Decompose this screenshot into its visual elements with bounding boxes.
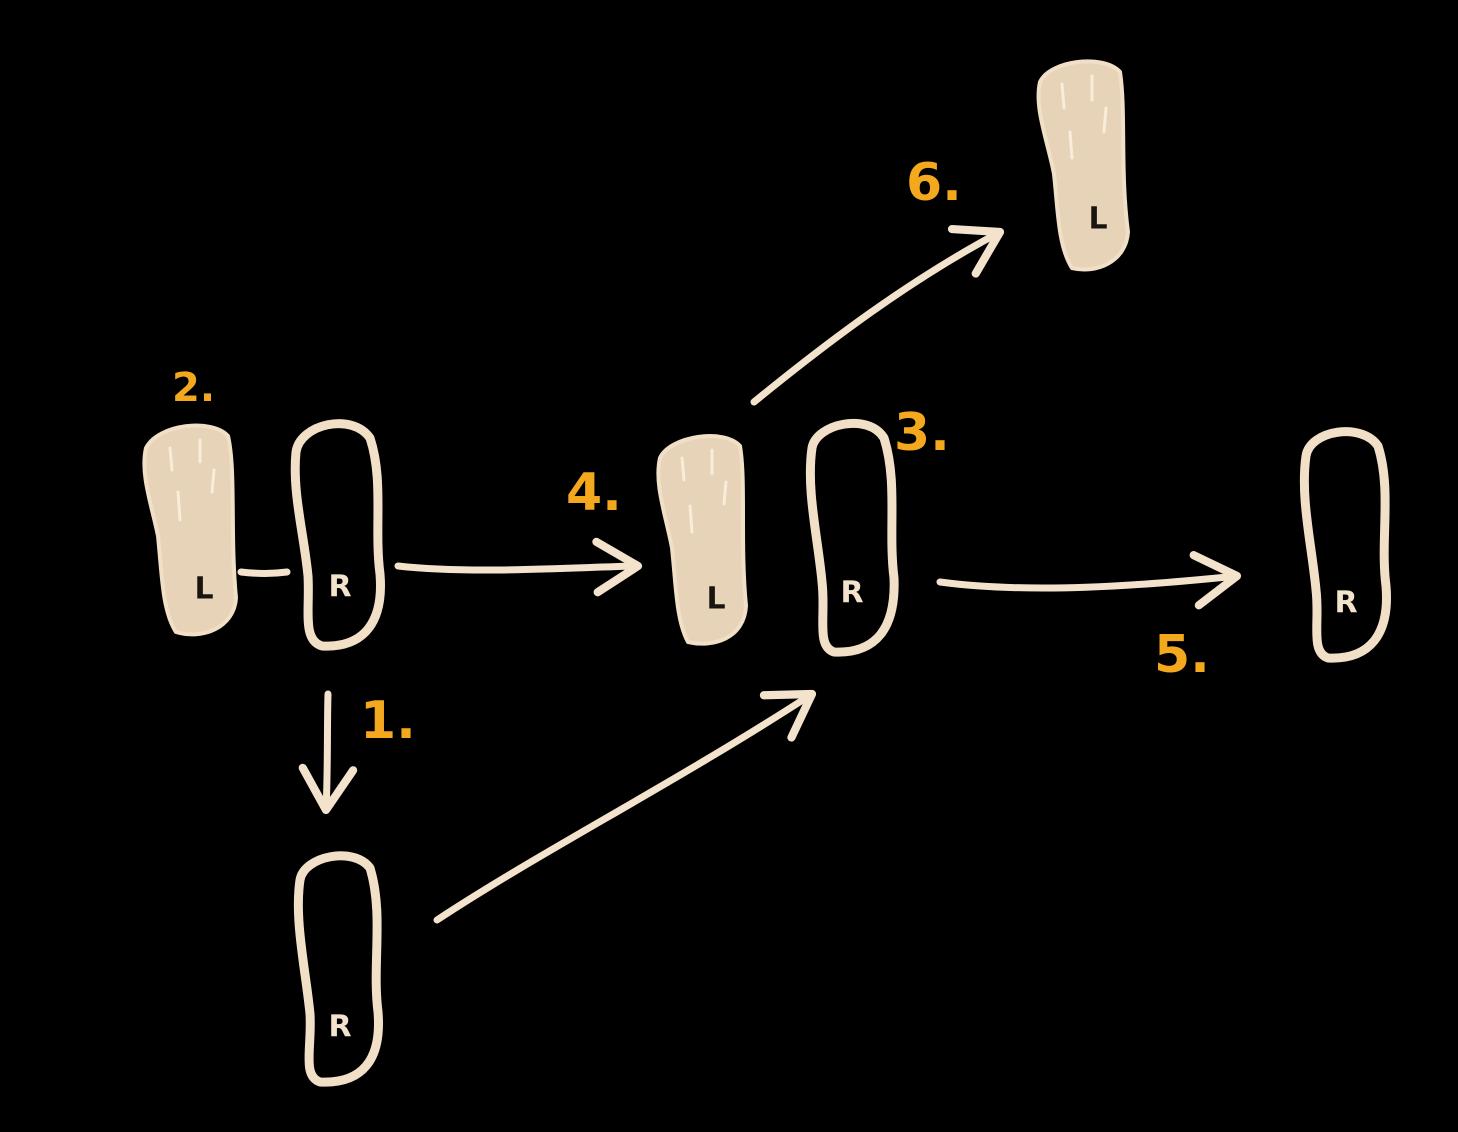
foot-shape bbox=[1299, 427, 1391, 663]
step-label-2: 2. bbox=[172, 365, 215, 411]
foot-label: R bbox=[328, 570, 351, 605]
foot-texture bbox=[680, 448, 728, 534]
foot-label: L bbox=[194, 572, 213, 607]
arrow-step-3 bbox=[433, 689, 817, 924]
foot-mid-right: R bbox=[805, 418, 899, 657]
step-label-5: 5. bbox=[1154, 625, 1210, 685]
arrow-step-1 bbox=[298, 690, 358, 815]
step-label-3: 3. bbox=[894, 403, 950, 463]
foot-far-right: R bbox=[1299, 427, 1391, 663]
foot-shape bbox=[656, 434, 748, 646]
foot-shape bbox=[293, 851, 383, 1087]
foot-label: L bbox=[706, 582, 725, 617]
foot-diag-left: L bbox=[1036, 59, 1130, 272]
foot-back-right: R bbox=[293, 851, 383, 1087]
foot-mid-left: L bbox=[656, 434, 748, 646]
step-label-1: 1. bbox=[360, 691, 416, 751]
arrow-step-5 bbox=[936, 551, 1242, 610]
foot-shape bbox=[290, 419, 385, 651]
foot-shape bbox=[142, 423, 238, 637]
foot-shape bbox=[1036, 59, 1130, 272]
foot-label: R bbox=[1334, 586, 1357, 621]
arrow-step-6 bbox=[750, 224, 1005, 406]
step-label-4: 4. bbox=[566, 463, 622, 523]
foot-start-right: R bbox=[290, 419, 385, 651]
foot-label: L bbox=[1088, 202, 1107, 237]
foot-shape bbox=[805, 418, 899, 657]
foot-texture bbox=[168, 438, 216, 522]
arrow-step-4 bbox=[394, 537, 643, 597]
foot-label: R bbox=[328, 1010, 351, 1045]
foot-label: R bbox=[840, 576, 863, 611]
foot-texture bbox=[1060, 74, 1108, 160]
foot-start-left: L bbox=[142, 423, 238, 637]
step-label-6: 6. bbox=[906, 153, 962, 213]
connector-line bbox=[237, 568, 291, 577]
